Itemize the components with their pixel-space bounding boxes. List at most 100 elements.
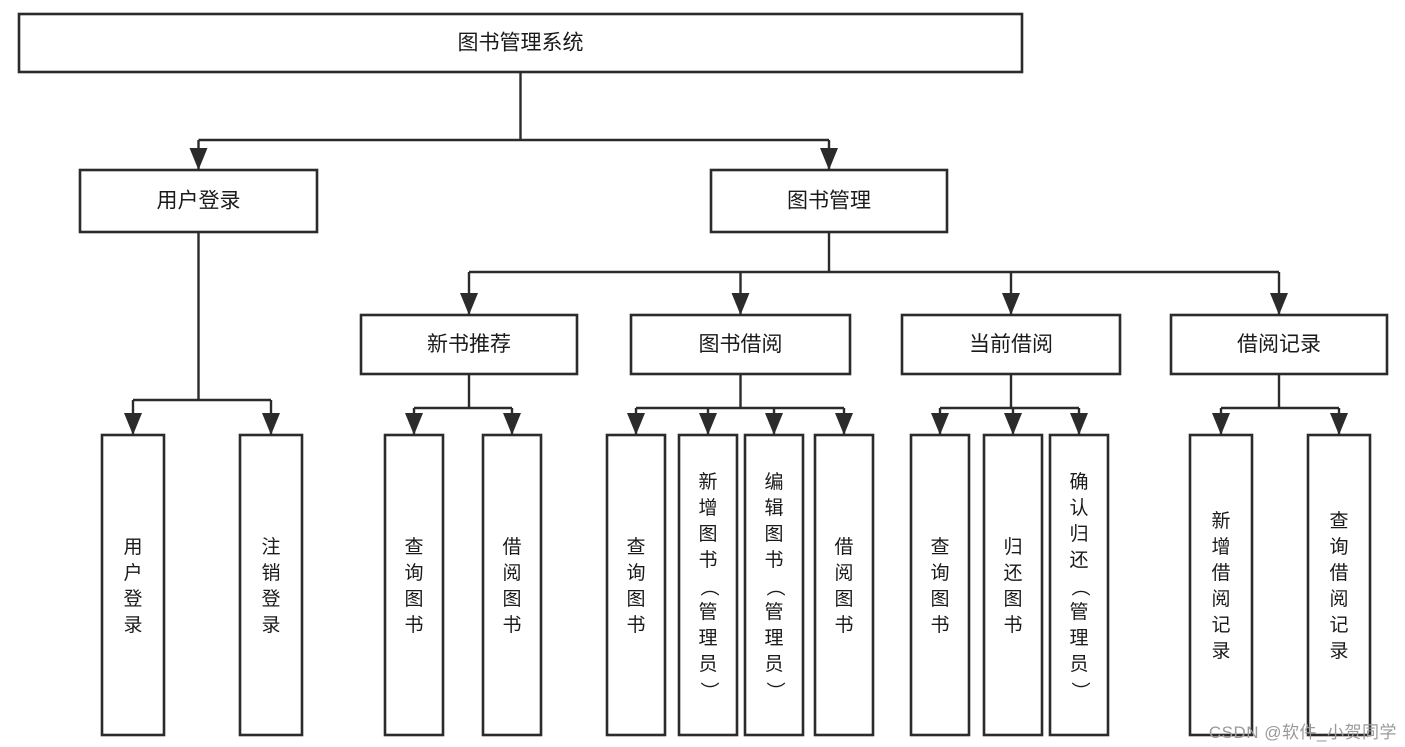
svg-text:管: 管 — [764, 601, 783, 623]
arrow-head-icon — [765, 413, 783, 435]
svg-text:户: 户 — [123, 562, 142, 584]
svg-text:录: 录 — [1211, 641, 1230, 662]
node-leaf-book-borrow-1-rect[interactable] — [677, 433, 739, 737]
node-leaf-borrow-record-1-rect[interactable] — [1306, 433, 1372, 737]
svg-text:增: 增 — [1211, 536, 1230, 558]
arrow-head-icon — [503, 413, 521, 435]
arrow-head-icon — [1004, 413, 1022, 435]
svg-text:）: ） — [1069, 681, 1091, 700]
node-leaf-new-book-recommend-1-rect[interactable] — [481, 433, 543, 737]
node-root-book-management-system-rect[interactable] — [17, 12, 1024, 74]
node-level3-当前借阅-rect[interactable] — [900, 313, 1122, 376]
svg-text:管: 管 — [1069, 601, 1088, 623]
svg-text:阅: 阅 — [834, 562, 853, 584]
svg-text:新: 新 — [1211, 510, 1230, 532]
svg-text:询: 询 — [930, 562, 949, 584]
svg-text:书: 书 — [626, 614, 645, 636]
node-layer: 图书管理系统用户登录图书管理新书推荐图书借阅当前借阅借阅记录用户登录注销登录查询… — [17, 12, 1389, 737]
svg-text:借: 借 — [502, 536, 521, 558]
svg-text:阅: 阅 — [1329, 588, 1348, 610]
svg-text:登: 登 — [261, 588, 280, 610]
svg-text:书: 书 — [698, 549, 717, 571]
svg-text:认: 认 — [1069, 497, 1088, 519]
node-root-book-management-system[interactable]: 图书管理系统 — [17, 12, 1024, 74]
svg-text:）: ） — [698, 681, 720, 700]
node-level3-当前借阅[interactable]: 当前借阅 — [900, 313, 1122, 376]
node-leaf-current-borrow-0-rect[interactable] — [909, 433, 971, 737]
svg-text:确: 确 — [1069, 471, 1088, 493]
node-level3-借阅记录[interactable]: 借阅记录 — [1169, 313, 1389, 376]
node-level2-用户登录[interactable]: 用户登录 — [78, 168, 319, 234]
svg-text:书: 书 — [930, 614, 949, 636]
svg-text:）: ） — [764, 681, 786, 700]
svg-text:理: 理 — [698, 628, 717, 649]
node-leaf-new-book-recommend-0-rect[interactable] — [383, 433, 445, 737]
watermark-label: CSDN @软件_小贺同学 — [1208, 723, 1397, 742]
node-level3-借阅记录-rect[interactable] — [1169, 313, 1389, 376]
node-level3-图书借阅[interactable]: 图书借阅 — [629, 313, 852, 376]
svg-text:记: 记 — [1211, 614, 1230, 636]
node-leaf-user-login-0-rect[interactable] — [100, 433, 166, 737]
node-leaf-borrow-record-0-rect[interactable] — [1188, 433, 1254, 737]
node-leaf-current-borrow-1-rect[interactable] — [982, 433, 1044, 737]
node-level2-图书管理[interactable]: 图书管理 — [709, 168, 949, 234]
svg-text:记: 记 — [1329, 614, 1348, 636]
node-leaf-user-login-0[interactable]: 用户登录 — [100, 433, 166, 737]
node-level3-新书推荐-label: 新书推荐 — [427, 333, 511, 356]
svg-text:询: 询 — [404, 562, 423, 584]
svg-text:（: （ — [764, 577, 786, 596]
svg-text:阅: 阅 — [1211, 588, 1230, 610]
arrow-head-icon — [405, 413, 423, 435]
node-level2-图书管理-label: 图书管理 — [787, 190, 871, 213]
node-leaf-book-borrow-2-rect[interactable] — [743, 433, 805, 737]
node-leaf-book-borrow-3-rect[interactable] — [813, 433, 875, 737]
svg-text:借: 借 — [1329, 562, 1348, 584]
svg-text:录: 录 — [123, 615, 142, 636]
node-leaf-book-borrow-0-rect[interactable] — [605, 433, 667, 737]
arrow-head-icon — [460, 293, 478, 315]
svg-text:书: 书 — [404, 614, 423, 636]
svg-text:查: 查 — [626, 536, 645, 558]
arrow-head-icon — [731, 293, 750, 315]
node-level3-新书推荐[interactable]: 新书推荐 — [359, 313, 579, 376]
svg-text:编: 编 — [764, 471, 783, 493]
svg-text:理: 理 — [764, 628, 783, 649]
svg-text:查: 查 — [930, 536, 949, 558]
svg-text:辑: 辑 — [764, 497, 783, 519]
arrow-head-icon — [699, 413, 717, 435]
node-leaf-current-borrow-2-rect[interactable] — [1048, 433, 1110, 737]
svg-text:注: 注 — [261, 536, 280, 558]
svg-text:图: 图 — [1003, 589, 1022, 610]
arrow-head-icon — [262, 413, 280, 435]
svg-text:图: 图 — [834, 589, 853, 610]
node-level3-图书借阅-rect[interactable] — [629, 313, 852, 376]
node-leaf-user-login-1-rect[interactable] — [238, 433, 304, 737]
node-level3-新书推荐-rect[interactable] — [359, 313, 579, 376]
node-level2-用户登录-label: 用户登录 — [157, 190, 241, 213]
node-level2-图书管理-rect[interactable] — [709, 168, 949, 234]
svg-text:图: 图 — [930, 589, 949, 610]
svg-text:书: 书 — [1003, 614, 1022, 636]
node-level2-用户登录-rect[interactable] — [78, 168, 319, 234]
node-level3-图书借阅-label: 图书借阅 — [699, 333, 783, 356]
